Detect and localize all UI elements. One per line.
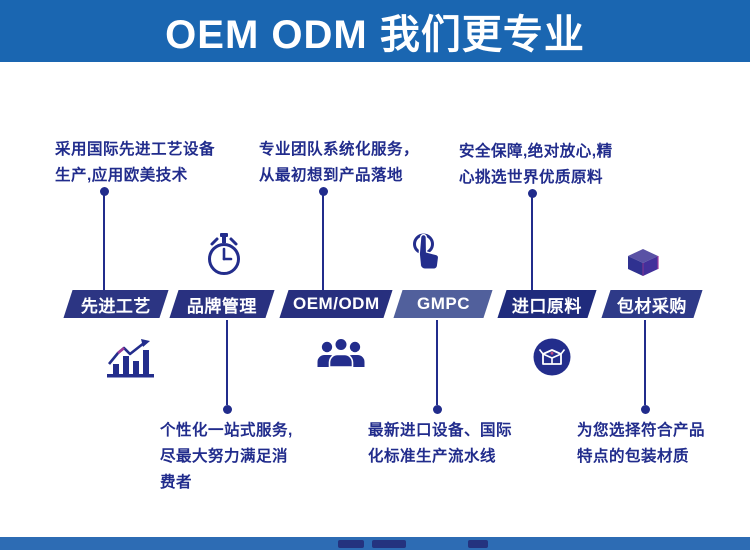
banner-advanced-craft: 先进工艺	[63, 290, 169, 318]
package-circle-icon	[532, 337, 572, 382]
banner-label: 先进工艺	[81, 296, 151, 316]
banner-imported-materials: 进口原料	[497, 290, 597, 318]
bar-chart-icon	[106, 337, 156, 384]
note-professional-team: 专业团队系统化服务， 从最初想到产品落地	[259, 141, 420, 184]
hand-click-icon	[410, 231, 446, 280]
connector-line	[322, 195, 324, 290]
connector-line	[531, 197, 533, 290]
connector-dot	[222, 405, 232, 414]
stopwatch-icon	[204, 231, 244, 284]
next-section-crop	[0, 537, 750, 550]
note-packaging-selection: 为您选择符合产品 特点的包装材质	[577, 422, 706, 465]
cube-icon	[622, 246, 662, 283]
banner-label: 进口原料	[512, 296, 582, 316]
page-title: OEM ODM 我们更专业	[165, 13, 585, 57]
note-advanced-craft: 采用国际先进工艺设备 生产,应用欧美技术	[55, 141, 216, 184]
strip-mark	[372, 540, 406, 548]
banner-oem-odm: OEM/ODM	[279, 290, 393, 318]
strip-mark	[338, 540, 364, 548]
banner-brand-management: 品牌管理	[169, 290, 275, 318]
connector-line	[226, 320, 228, 405]
banner-label: OEM/ODM	[292, 294, 380, 313]
banner-gmpc: GMPC	[393, 290, 493, 318]
header-banner: OEM ODM 我们更专业	[0, 0, 750, 62]
connector-dot	[432, 405, 442, 414]
team-icon	[315, 335, 367, 376]
connector-dot	[527, 189, 537, 198]
note-one-stop-service: 个性化一站式服务, 尽最大努力满足消 费者	[160, 422, 293, 491]
connector-line	[436, 320, 438, 405]
banner-packaging-purchase: 包材采购	[601, 290, 703, 318]
note-safe-materials: 安全保障,绝对放心,精 心挑选世界优质原料	[459, 143, 613, 186]
note-imported-equipment: 最新进口设备、国际 化标准生产流水线	[368, 422, 513, 465]
connector-dot	[99, 186, 109, 196]
banner-label: GMPC	[416, 294, 470, 313]
banner-label: 品牌管理	[187, 296, 257, 316]
connector-line	[103, 195, 105, 290]
connector-dot	[640, 405, 650, 414]
connector-line	[644, 320, 646, 405]
strip-mark	[468, 540, 488, 548]
banner-label: 包材采购	[617, 296, 687, 316]
connector-dot	[318, 186, 328, 196]
